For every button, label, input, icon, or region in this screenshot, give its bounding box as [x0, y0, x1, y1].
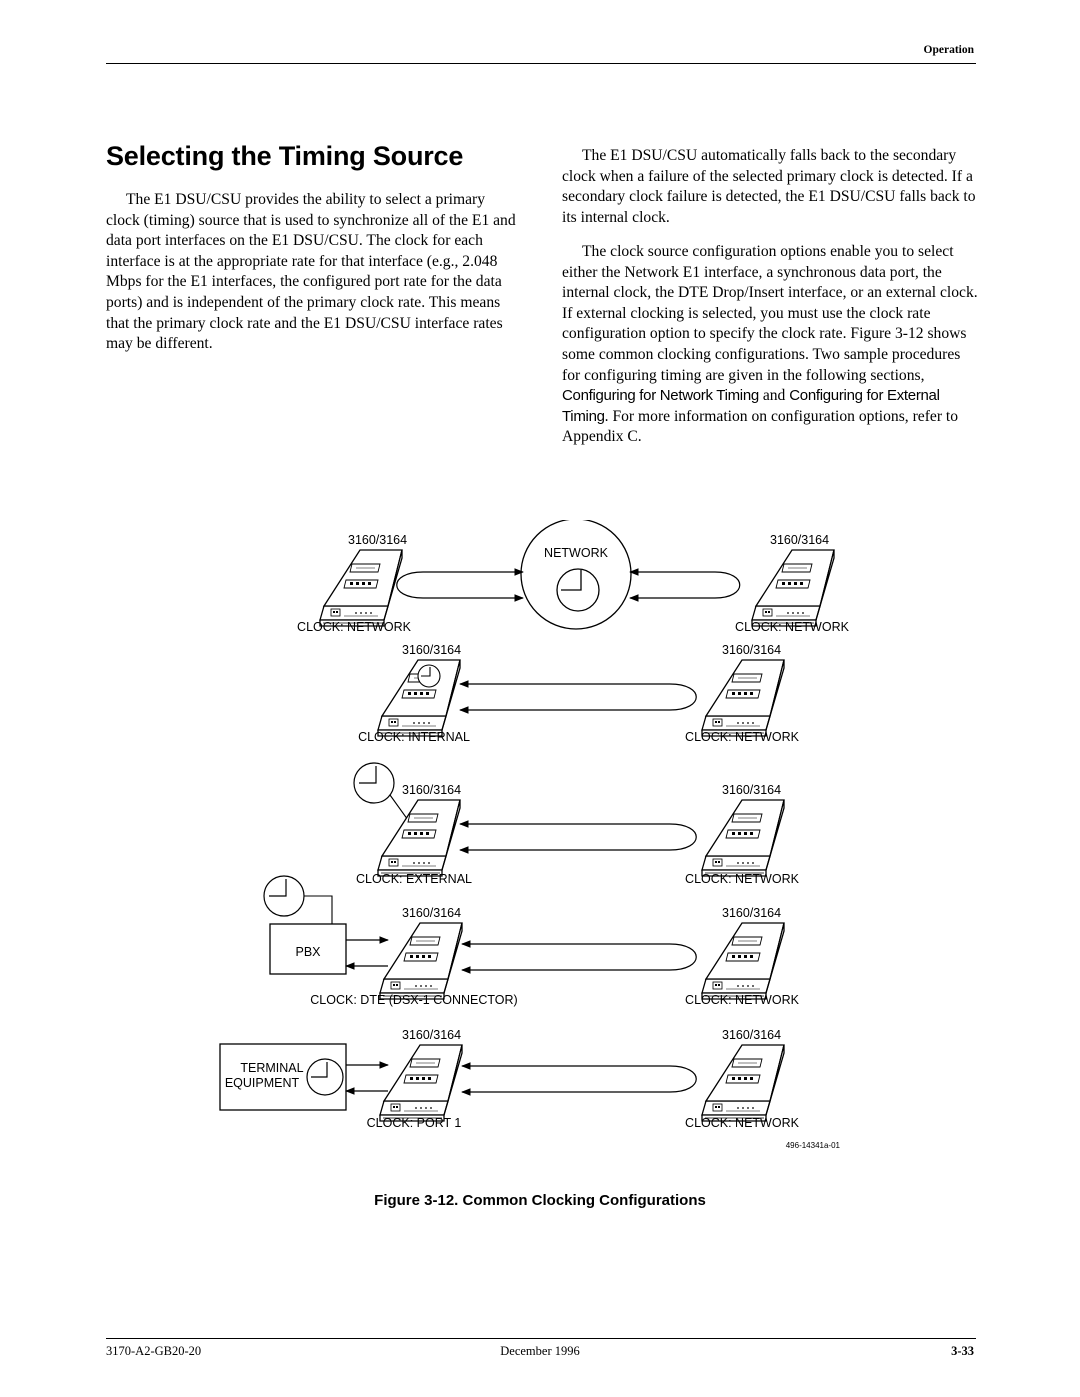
- device-label-row3-left: 3160/3164: [402, 783, 461, 797]
- cross-reference-external-timing[interactable]: Configuring for External Timing: [562, 387, 940, 425]
- terminal-clock-hands-icon: [311, 1062, 328, 1078]
- device-label-row3-right: 3160/3164: [722, 783, 781, 797]
- network-label: NETWORK: [544, 546, 609, 560]
- clock-label-row5-right: CLOCK: NETWORK: [685, 1116, 800, 1130]
- running-header: Operation: [923, 44, 974, 56]
- device-label-row1-right: 3160/3164: [770, 533, 829, 547]
- device-row3-right: [701, 799, 785, 877]
- left-column-paragraph: The E1 DSU/CSU provides the ability to s…: [106, 191, 516, 353]
- internal-clock-hands-icon: [421, 667, 431, 677]
- device-label-row4-right: 3160/3164: [722, 906, 781, 920]
- clock-label-row4-left: CLOCK: DTE (DSX-1 CONNECTOR): [310, 993, 517, 1007]
- header-rule: [106, 63, 976, 64]
- device-row1-right: [751, 549, 835, 627]
- clock-label-row5-left: CLOCK: PORT 1: [367, 1116, 462, 1130]
- figure-caption: Figure 3-12. Common Clocking Configurati…: [374, 1192, 706, 1209]
- clock-label-row1-right: CLOCK: NETWORK: [735, 620, 850, 634]
- clock-label-row3-left: CLOCK: EXTERNAL: [356, 872, 472, 886]
- device-row1-left: [319, 549, 403, 627]
- cross-reference-network-timing[interactable]: Configuring for Network Timing: [562, 387, 759, 405]
- clock-label-row2-right: CLOCK: NETWORK: [685, 730, 800, 744]
- device-row5-right: [701, 1044, 785, 1122]
- clock-label-row3-right: CLOCK: NETWORK: [685, 872, 800, 886]
- link-row1-right: [629, 568, 741, 602]
- conjunction-text: and: [762, 387, 786, 405]
- pbx-clock-wire: [304, 895, 333, 924]
- footer-doc-number: 3170-A2-GB20-20: [106, 1344, 202, 1358]
- pbx-clock-hands-icon: [269, 879, 287, 897]
- link-row4: [461, 940, 697, 974]
- device-row5-left: [379, 1044, 463, 1122]
- clock-icon: [556, 568, 600, 612]
- link-row3: [459, 820, 697, 854]
- device-label-row4-left: 3160/3164: [402, 906, 461, 920]
- terminal-label-line1: TERMINAL: [240, 1061, 303, 1075]
- right-column-paragraph-1: The E1 DSU/CSU automatically falls back …: [562, 147, 976, 226]
- terminal-label-line2: EQUIPMENT: [225, 1076, 300, 1090]
- footer-date: December 1996: [500, 1344, 580, 1358]
- pbx-label: PBX: [295, 945, 321, 959]
- device-label-row5-left: 3160/3164: [402, 1028, 461, 1042]
- clock-label-row4-right: CLOCK: NETWORK: [685, 993, 800, 1007]
- clock-hands-icon: [561, 570, 582, 591]
- device-label-row5-right: 3160/3164: [722, 1028, 781, 1042]
- device-row4-left: [379, 922, 463, 1000]
- device-row2-right: [701, 659, 785, 737]
- device-label-row1-left: 3160/3164: [348, 533, 407, 547]
- right-column-paragraph-2: The clock source configuration options e…: [562, 242, 982, 448]
- device-row4-right: [701, 922, 785, 1000]
- device-label-row2-left: 3160/3164: [402, 643, 461, 657]
- pbx-box: [269, 923, 347, 975]
- link-row2: [459, 680, 697, 714]
- link-row1-left: [396, 568, 524, 602]
- network-cloud: [520, 520, 632, 630]
- figure-id: 496-14341a-01: [786, 1141, 841, 1150]
- external-clock-hands-icon: [359, 766, 377, 784]
- clocking-diagram: 3160/3164 3160/3164 NETWORK CLOCK: NETWO…: [219, 520, 850, 1150]
- footer-page-number: 3-33: [951, 1344, 974, 1358]
- device-label-row2-right: 3160/3164: [722, 643, 781, 657]
- footer-rule: [106, 1338, 976, 1339]
- link-row5: [461, 1062, 697, 1096]
- section-title: Selecting the Timing Source: [106, 141, 464, 171]
- device-row3-left: [377, 799, 461, 877]
- clock-label-row1-left: CLOCK: NETWORK: [297, 620, 412, 634]
- clock-label-row2-left: CLOCK: INTERNAL: [358, 730, 470, 744]
- paragraph-text: The clock source configuration options e…: [562, 243, 978, 384]
- paragraph-text-end: . For more information on configuration …: [562, 407, 959, 446]
